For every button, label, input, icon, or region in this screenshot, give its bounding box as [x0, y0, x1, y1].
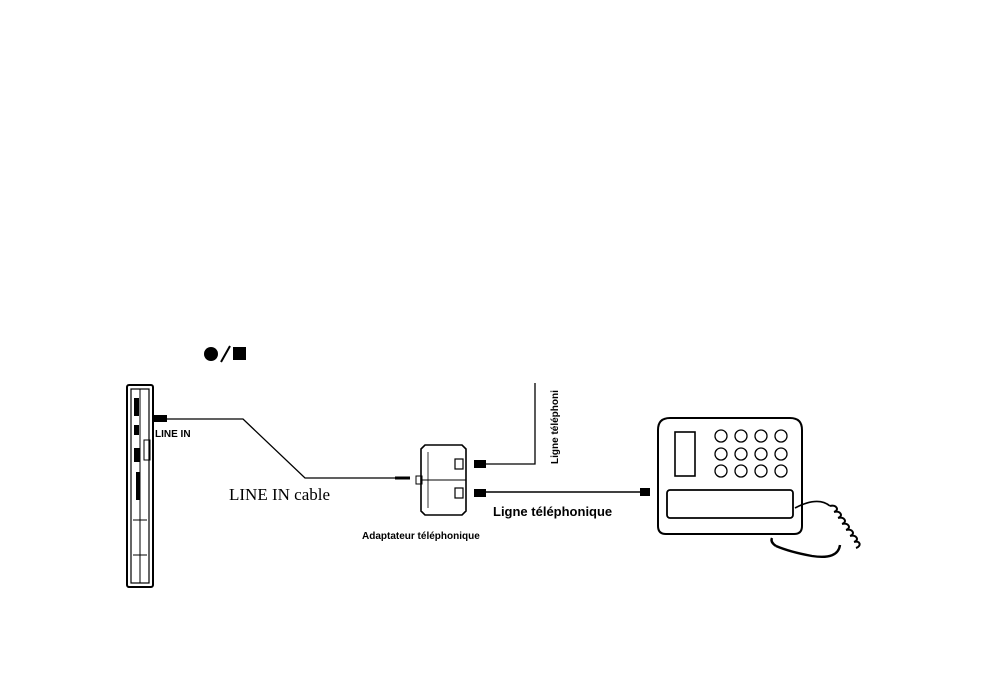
line-in-cable: [167, 418, 395, 479]
line-in-plug: [153, 415, 167, 422]
phone-adapter-icon: [415, 444, 467, 516]
phone-adapter-label: Adaptateur téléphonique: [362, 531, 480, 542]
record-stop-symbol: [204, 345, 246, 363]
phone-line-vertical-label: Ligne téléphoni: [550, 390, 561, 464]
desk-telephone-icon: [657, 417, 861, 559]
phone-line-wall: [486, 383, 536, 465]
phone-line-horizontal-label: Ligne téléphonique: [493, 504, 612, 519]
recorder-device-icon: [126, 384, 154, 588]
line-in-port-label: LINE IN: [155, 429, 191, 440]
line-in-cable-label: LINE IN cable: [229, 485, 330, 504]
